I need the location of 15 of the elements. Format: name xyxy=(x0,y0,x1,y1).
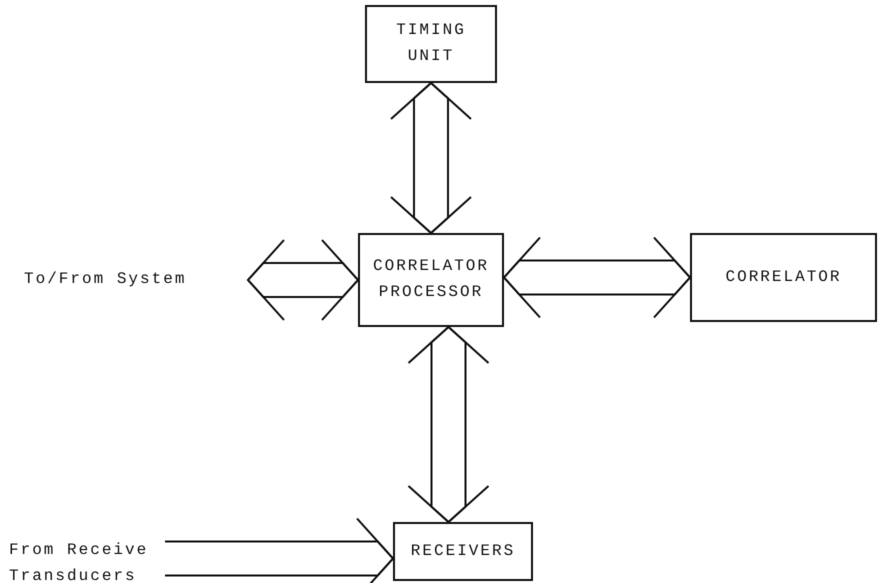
double-line-arrow xyxy=(247,239,360,321)
double-line-arrow xyxy=(408,326,490,524)
double-line-arrow xyxy=(503,236,692,318)
block-label: TIMING UNIT xyxy=(395,20,467,67)
block-box xyxy=(393,522,533,581)
signal-label: From Receive Transducers xyxy=(9,540,150,583)
double-line-arrow xyxy=(390,82,472,234)
block-label: CORRELATOR PROCESSOR xyxy=(372,256,490,303)
signal-label: To/From System xyxy=(24,269,186,290)
block-box xyxy=(358,233,504,327)
block-box xyxy=(690,233,877,322)
double-line-arrow xyxy=(164,518,394,583)
block-label: CORRELATOR xyxy=(725,266,842,288)
block-box xyxy=(365,5,497,83)
block-label: RECEIVERS xyxy=(410,540,516,562)
